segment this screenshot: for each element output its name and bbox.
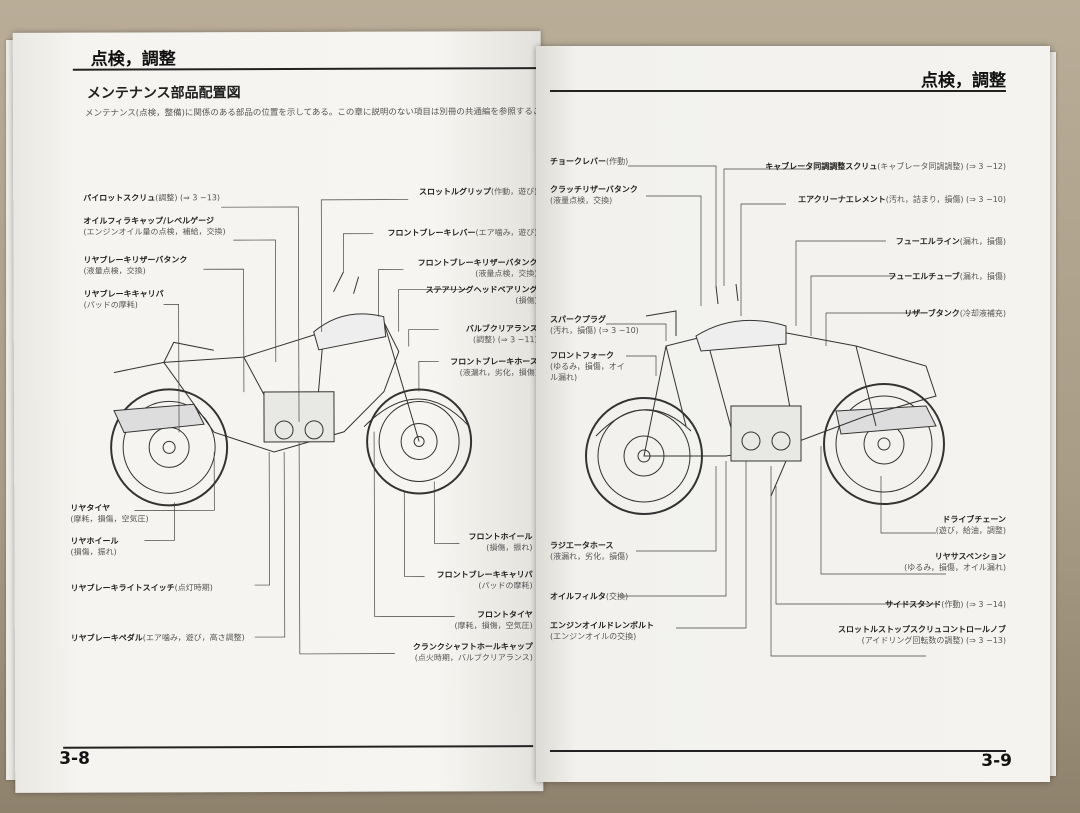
motorcycle-diagram-right [585, 165, 946, 657]
right-page: 点検，調整 [536, 46, 1050, 782]
header-rule [550, 90, 1006, 92]
label-oil-filter: オイルフィルタ(交換) [550, 592, 629, 601]
label-oil-filler-cap: オイルフィラキャップ/レベルゲージ(エンジンオイル量の点検，補給，交換) [83, 216, 226, 237]
label-front-brake-caliper: フロントブレーキキャリパ(パッドの摩耗) [436, 570, 533, 591]
label-fuel-tube: フューエルチューブ(漏れ，損傷) [888, 272, 1006, 281]
label-spark-plug: スパークプラグ(汚れ，損傷) (⇒ 3 −10) [550, 315, 639, 335]
label-valve-clearance: バルブクリアランス(調整) (⇒ 3 −11) [465, 324, 538, 345]
label-reserve-tank: リザーブタンク(冷却液補充) [904, 309, 1006, 318]
label-throttle-grip: スロットルグリップ(作動，遊び) [418, 187, 538, 197]
label-drive-chain: ドライブチェーン(遊び，給油，調整) [935, 515, 1006, 535]
label-pilot-screw: パイロットスクリュ(調整) (⇒ 3 −13) [83, 193, 221, 203]
label-front-fork: フロントフォーク(ゆるみ，損傷，オイル漏れ) [550, 351, 625, 382]
label-front-brake-reservoir: フロントブレーキリザーバタンク(液量点検，交換) [417, 258, 538, 279]
page-header: 点検，調整 [921, 71, 1006, 91]
label-front-brake-lever: フロントブレーキレバー(エア噛み，遊び) [387, 228, 538, 238]
label-rear-brake-reservoir: リヤブレーキリザーバタンク(液量点検，交換) [83, 255, 188, 276]
label-radiator-hose: ラジエータホース(液漏れ，劣化，損傷) [550, 541, 629, 561]
page-number: 3-8 [59, 748, 90, 769]
label-rear-tire: リヤタイヤ(摩耗，損傷，空気圧) [70, 503, 149, 524]
page-number: 3-9 [981, 751, 1012, 771]
label-clutch-reservoir: クラッチリザーバタンク(液量点検，交換) [550, 185, 638, 205]
left-page: 点検，調整 メンテナンス部品配置図 メンテナンス(点検，整備)に関係のある部品の… [12, 31, 544, 793]
label-front-brake-hose: フロントブレーキホース(液漏れ，劣化，損傷) [450, 357, 538, 378]
label-front-wheel: フロントホイール(損傷，振れ) [468, 532, 533, 553]
label-front-tire: フロントタイヤ(摩耗，損傷，空気圧) [454, 610, 533, 631]
label-choke-lever: チョークレバー(作動) [550, 157, 629, 166]
label-rear-wheel: リヤホイール(損傷，振れ) [70, 536, 119, 557]
label-throttle-stop-screw: スロットルストップスクリュコントロールノブ(アイドリング回転数の調整) (⇒ 3… [838, 625, 1006, 645]
label-side-stand: サイドスタンド(作動) (⇒ 3 −14) [885, 600, 1006, 609]
label-air-cleaner: エアクリーナエレメント(汚れ，詰まり，損傷) (⇒ 3 −10) [798, 195, 1006, 204]
footer-rule [550, 750, 1006, 752]
label-rear-brake-pedal: リヤブレーキペダル(エア噛み，遊び，高さ調整) [70, 633, 245, 643]
motorcycle-diagram-left [110, 199, 473, 655]
label-rear-brake-light-switch: リヤブレーキライトスイッチ(点灯時期) [70, 583, 213, 593]
label-rear-suspension: リヤサスペンション(ゆるみ，損傷，オイル漏れ) [904, 552, 1006, 572]
label-crankshaft-hole-cap: クランクシャフトホールキャップ(点火時期，バルブクリアランス) [412, 642, 533, 663]
label-steering-head-bearing: ステアリングヘッドベアリング(損傷) [425, 285, 538, 306]
label-fuel-line: フューエルライン(漏れ，損傷) [895, 237, 1006, 246]
label-rear-brake-caliper: リヤブレーキキャリパ(パッドの摩耗) [83, 289, 164, 310]
label-carb-sync-screw: キャブレータ同調調整スクリュ(キャブレータ同調調整) (⇒ 3 −12) [765, 162, 1006, 171]
label-oil-drain-bolt: エンジンオイルドレンボルト(エンジンオイルの交換) [550, 621, 654, 641]
